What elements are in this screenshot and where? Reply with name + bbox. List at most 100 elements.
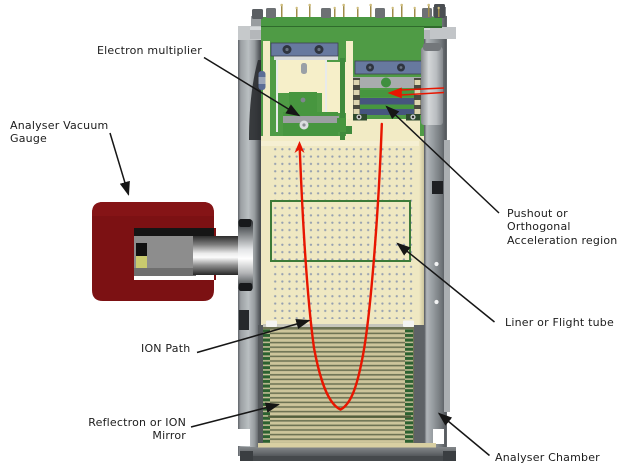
pointer-lines bbox=[109, 56, 500, 457]
ion-path-curve bbox=[298, 122, 383, 411]
ion-path bbox=[294, 122, 383, 411]
pushout-green-dot bbox=[381, 77, 391, 88]
pad-column-left bbox=[353, 78, 360, 115]
gauge-inner-yellow-block bbox=[136, 256, 147, 268]
multiplier-rail-right bbox=[325, 56, 327, 132]
right-flange-block bbox=[430, 27, 456, 39]
pad-column-right bbox=[414, 78, 421, 115]
flange-bolt bbox=[422, 8, 432, 18]
ion-entry-line-lower bbox=[400, 91, 445, 96]
pin-cap bbox=[333, 6, 336, 10]
right-wall-bolt-hole-1 bbox=[434, 261, 439, 267]
pad-block bbox=[353, 90, 360, 95]
pin-shaft bbox=[334, 8, 336, 17]
liner-region bbox=[261, 141, 424, 325]
base-foot-left bbox=[240, 451, 253, 461]
label-line: Gauge bbox=[10, 132, 47, 146]
electron-multiplier-assembly bbox=[270, 42, 346, 136]
label-pushout: Pushout or Orthogonal Acceleration regio… bbox=[507, 207, 617, 248]
pin-shaft bbox=[392, 8, 394, 17]
cream-strip-left bbox=[263, 41, 270, 141]
reflectron-plates bbox=[268, 329, 411, 443]
pointer-electron-multiplier bbox=[203, 56, 301, 117]
gauge-inner-dark-block bbox=[136, 243, 147, 256]
label-line: Mirror bbox=[152, 429, 186, 443]
pin-shaft bbox=[414, 8, 416, 17]
gauge-tube bbox=[193, 236, 241, 275]
cream-block-below-pushout bbox=[347, 119, 420, 141]
pointer-vacuum-gauge bbox=[109, 132, 130, 196]
ion-path-arrowhead bbox=[294, 141, 305, 153]
ion-entry-arrow bbox=[387, 87, 445, 99]
pointer-liner bbox=[396, 242, 495, 323]
pin-cap bbox=[295, 6, 298, 10]
multiplier-step bbox=[337, 118, 346, 132]
label-liner: Liner or Flight tube bbox=[505, 316, 614, 330]
pointer-ion-path bbox=[196, 318, 311, 354]
corner-post-cap bbox=[423, 43, 441, 51]
pushout-screw-center bbox=[368, 66, 372, 69]
pin-shaft bbox=[296, 8, 298, 17]
interior-upper bbox=[258, 27, 443, 142]
right-wall bbox=[424, 16, 447, 456]
pushout-assembly bbox=[353, 60, 423, 121]
pin-cap bbox=[356, 6, 359, 10]
left-wall-notch bbox=[239, 310, 249, 330]
gauge-port-rim-bottom bbox=[239, 283, 252, 291]
right-wall-notch bbox=[432, 181, 443, 194]
liner-right-shadow bbox=[419, 141, 424, 325]
label-analyser-chamber: Analyser Chamber bbox=[495, 451, 600, 465]
right-wall-cutout bbox=[433, 429, 444, 444]
gauge-body bbox=[92, 202, 216, 301]
chamber-base bbox=[240, 447, 456, 456]
pad-block bbox=[353, 80, 360, 85]
liner-outline bbox=[270, 200, 411, 262]
pointer-pushout bbox=[385, 105, 500, 214]
top-pcb-bar bbox=[261, 17, 442, 28]
pointer-analyser-chamber bbox=[437, 412, 490, 457]
cream-strip-center bbox=[346, 41, 353, 141]
multiplier-silver-bar bbox=[274, 56, 338, 60]
reflectron-assembly bbox=[258, 320, 436, 448]
multiplier-box-upper bbox=[289, 92, 317, 113]
corner-post bbox=[421, 47, 443, 125]
flange-bolt bbox=[321, 8, 331, 18]
pin-shaft bbox=[370, 5, 372, 17]
pcb-stub-center bbox=[344, 126, 352, 134]
label-analyser-vacuum-gauge: Analyser Vacuum Gauge bbox=[10, 119, 108, 147]
label-line: Analyser Vacuum bbox=[10, 118, 109, 132]
pin-caps bbox=[280, 3, 440, 10]
pin-cap bbox=[427, 3, 431, 7]
pin-shafts bbox=[281, 5, 440, 17]
pushout-end-pads bbox=[353, 78, 421, 115]
left-wall-cutout bbox=[238, 429, 250, 446]
liner-top-strip bbox=[261, 141, 419, 146]
pin-cap bbox=[437, 6, 440, 10]
label-line: Reflectron or ION bbox=[88, 415, 186, 429]
label-reflectron: Reflectron or ION Mirror bbox=[46, 416, 186, 444]
pin-cap bbox=[369, 3, 373, 7]
label-line: Electron multiplier bbox=[97, 43, 202, 57]
pin-shaft bbox=[438, 8, 440, 17]
gauge-port-boss bbox=[238, 219, 253, 291]
reflectron-separator bbox=[268, 415, 411, 418]
pad-block bbox=[414, 100, 421, 105]
multiplier-pin bbox=[301, 63, 307, 74]
top-pins bbox=[280, 3, 440, 17]
ion-entry-line-upper bbox=[400, 87, 445, 91]
pad-block bbox=[414, 80, 421, 85]
flange-bolt bbox=[266, 8, 276, 18]
pin-cap bbox=[280, 3, 284, 7]
label-line: Analyser Chamber bbox=[495, 450, 600, 464]
label-electron-multiplier: Electron multiplier bbox=[97, 44, 202, 58]
left-wall-bolt-band bbox=[258, 77, 266, 84]
label-ion-path: ION Path bbox=[141, 342, 190, 356]
gauge-cavity-shadow bbox=[134, 228, 214, 237]
reflectron-top-rail bbox=[263, 324, 414, 327]
pad-blocks bbox=[353, 80, 421, 114]
reflectron-base-bar bbox=[258, 443, 436, 448]
left-wall-shadow bbox=[249, 60, 261, 140]
reflectron-bracket-left bbox=[266, 320, 277, 327]
multiplier-rail-left bbox=[276, 56, 278, 132]
